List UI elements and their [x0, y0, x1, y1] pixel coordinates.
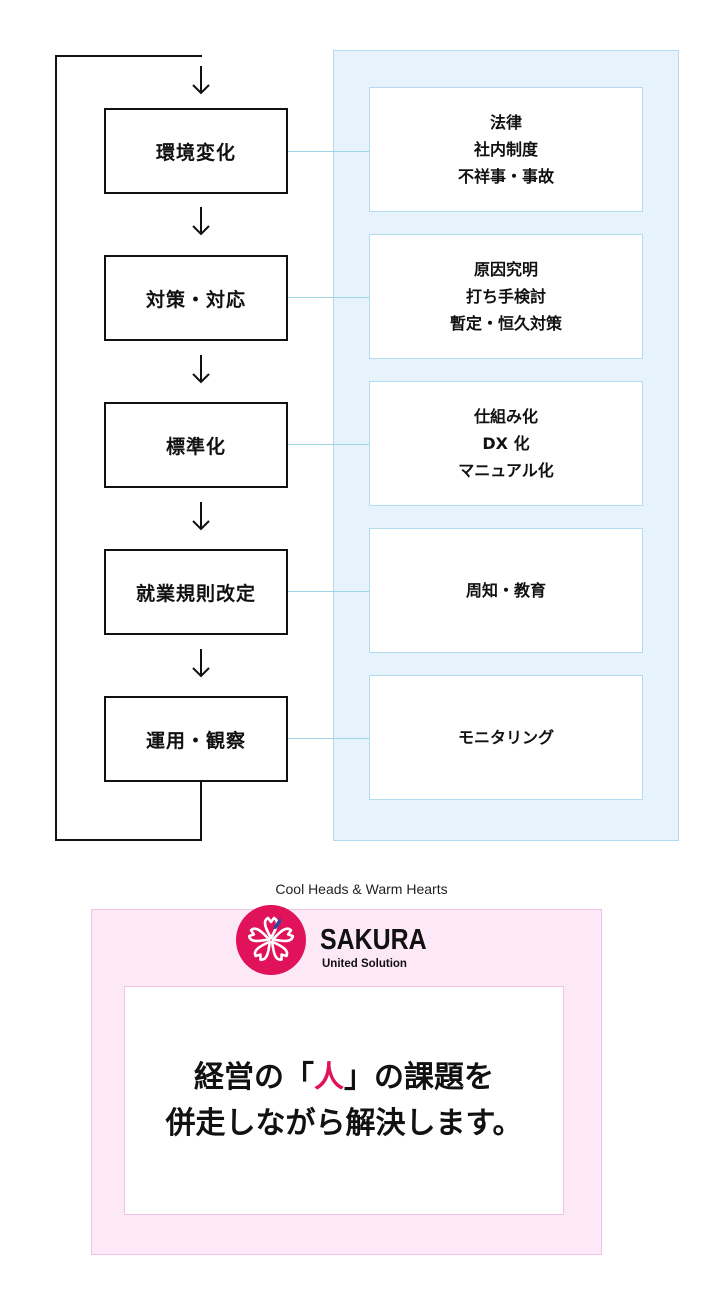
detail-item: 暫定・恒久対策 [449, 314, 562, 333]
detail-item: 打ち手検討 [465, 287, 546, 306]
loop-line-top [55, 55, 202, 57]
detail-item: 不祥事・事故 [457, 167, 554, 186]
detail-item: 周知・教育 [465, 581, 546, 600]
detail-item: マニュアル化 [458, 461, 554, 480]
detail-item: モニタリング [457, 728, 554, 747]
detail-item: 原因究明 [473, 260, 538, 279]
message-line-1: 経営の「人」の課題を [194, 1055, 494, 1101]
detail-box-work-rules: 周知・教育 [369, 528, 643, 653]
connector-line [288, 444, 370, 445]
logo-wordmark: SAKURA [320, 924, 427, 956]
down-arrow-icon [192, 355, 210, 384]
message-text: 」の課題を [344, 1059, 494, 1095]
detail-box-countermeasures: 原因究明 打ち手検討 暫定・恒久対策 [369, 234, 643, 359]
sakura-logo-icon [236, 905, 306, 975]
detail-item: DX 化 [482, 434, 530, 453]
step-work-rules-revision: 就業規則改定 [104, 549, 288, 635]
loop-line-bottom [55, 839, 202, 841]
step-operation-observation: 運用・観察 [104, 696, 288, 782]
message-accent-text: 人 [314, 1059, 344, 1095]
message-line-2: 併走しながら解決します。 [165, 1105, 523, 1141]
detail-box-standardization: 仕組み化 DX 化 マニュアル化 [369, 381, 643, 506]
detail-item: 社内制度 [473, 140, 538, 159]
down-arrow-icon [192, 207, 210, 236]
message-text: 経営の「 [194, 1059, 314, 1095]
tagline: Cool Heads & Warm Hearts [275, 881, 448, 897]
connector-line [288, 297, 370, 298]
detail-box-environment: 法律 社内制度 不祥事・事故 [369, 87, 643, 212]
connector-line [288, 591, 370, 592]
logo-subtitle: United Solution [322, 958, 407, 970]
step-environment-change: 環境変化 [104, 108, 288, 194]
connector-line [288, 151, 370, 152]
down-arrow-icon [192, 66, 210, 95]
message-box: 経営の「人」の課題を 併走しながら解決します。 [124, 986, 564, 1215]
connector-line [288, 738, 370, 739]
detail-item: 法律 [489, 113, 522, 132]
detail-item: 仕組み化 [473, 407, 538, 426]
step-standardization: 標準化 [104, 402, 288, 488]
loop-line-up [200, 780, 202, 841]
step-countermeasures: 対策・対応 [104, 255, 288, 341]
down-arrow-icon [192, 502, 210, 531]
loop-line-left [55, 55, 57, 841]
detail-box-operation: モニタリング [369, 675, 643, 800]
down-arrow-icon [192, 649, 210, 678]
